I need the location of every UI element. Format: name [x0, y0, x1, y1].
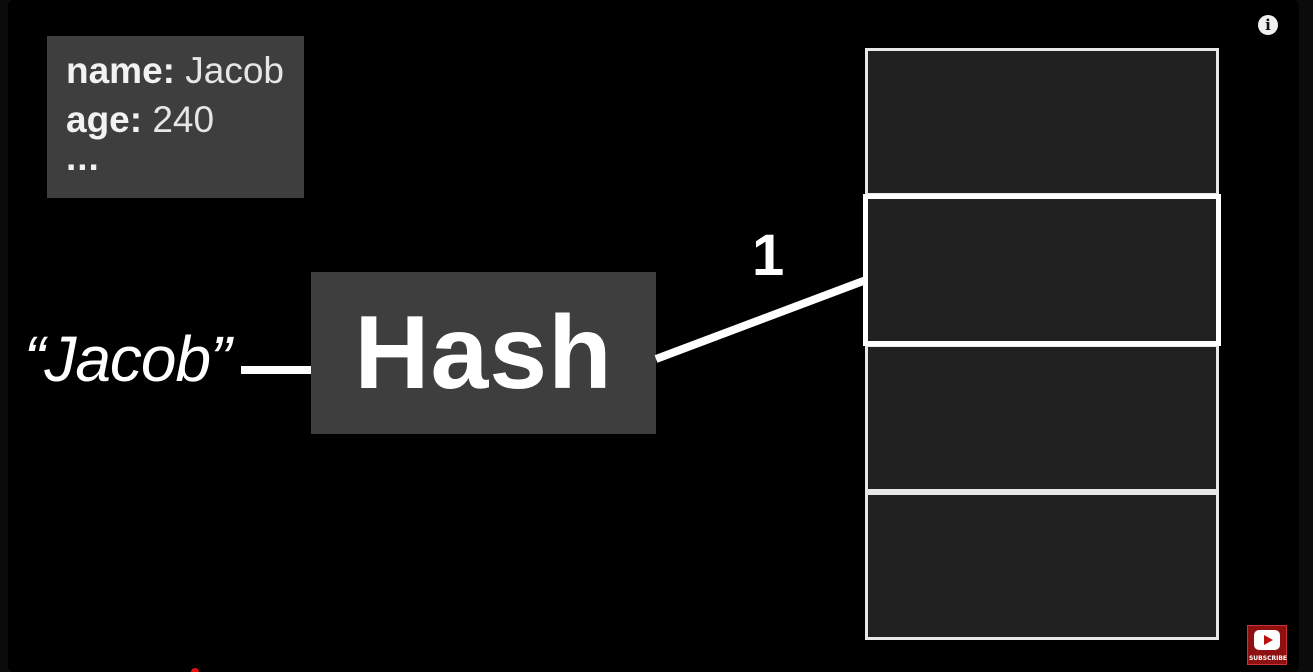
hash-table — [863, 48, 1221, 640]
record-age-value: 240 — [152, 99, 215, 140]
record-name-value: Jacob — [185, 50, 284, 91]
play-icon — [1254, 630, 1280, 650]
bucket-0 — [865, 48, 1219, 196]
subscribe-button[interactable]: SUBSCRIBE — [1247, 625, 1287, 665]
record-age-line: age: 240 — [66, 95, 304, 144]
record-name-key: name: — [66, 50, 175, 91]
progress-scrubber-dot[interactable] — [191, 668, 199, 672]
input-key-label: “Jacob” — [24, 323, 231, 395]
info-icon[interactable]: i — [1258, 15, 1278, 35]
hash-output-line — [654, 276, 868, 363]
hash-function-box: Hash — [311, 272, 656, 434]
record-card: name: Jacob age: 240 ... — [47, 36, 304, 198]
bucket-index-label: 1 — [752, 223, 785, 288]
record-name-line: name: Jacob — [66, 46, 304, 95]
bucket-2 — [865, 344, 1219, 492]
record-ellipsis: ... — [66, 137, 100, 178]
input-connector-line — [241, 366, 311, 374]
record-age-key: age: — [66, 99, 143, 140]
video-player[interactable]: name: Jacob age: 240 ... “Jacob” Hash 1 … — [8, 0, 1299, 672]
bucket-3 — [865, 492, 1219, 640]
bucket-1-highlighted — [863, 194, 1221, 346]
subscribe-label: SUBSCRIBE — [1248, 655, 1287, 662]
